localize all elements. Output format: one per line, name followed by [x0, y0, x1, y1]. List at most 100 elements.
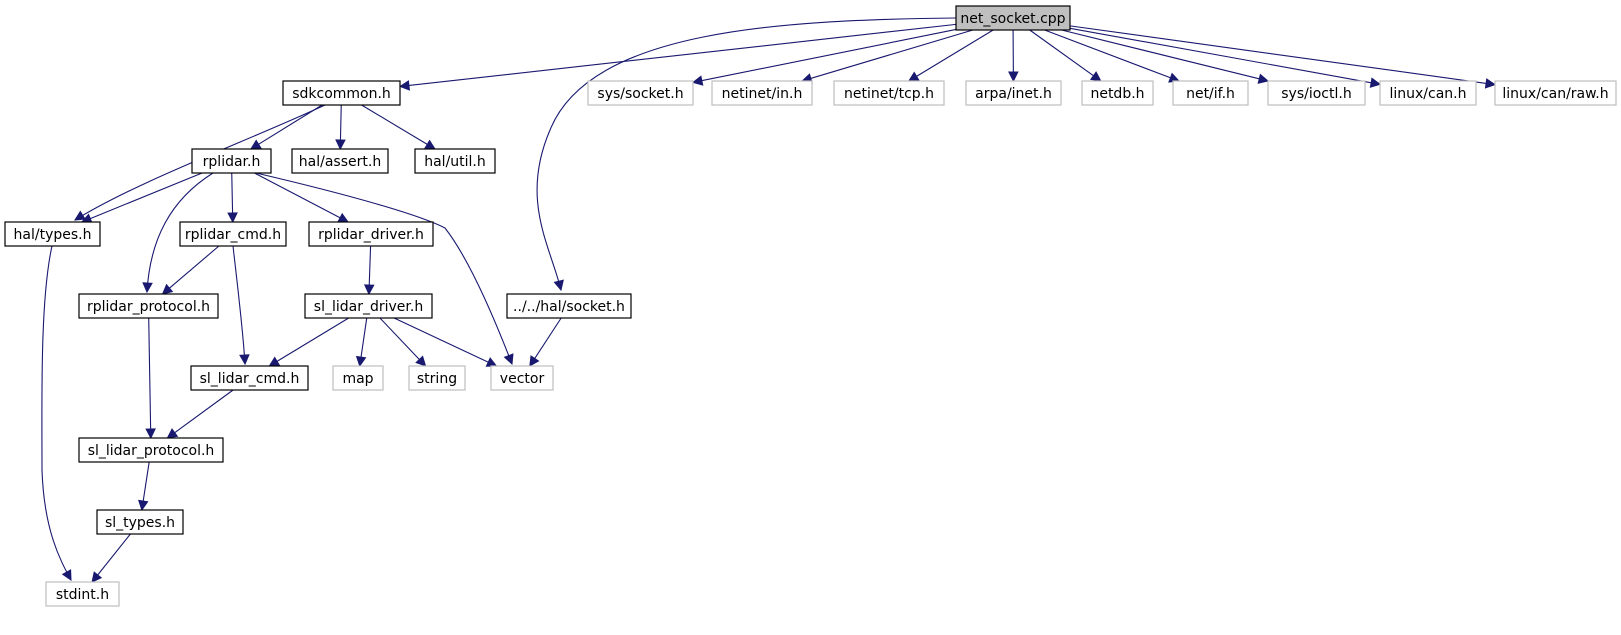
edge-arrowhead: [415, 355, 427, 367]
node-box: [587, 80, 694, 106]
node-box: [1267, 80, 1366, 106]
edges-layer: [41, 17, 1497, 583]
edge-sdkcommon-to-rplidar: [249, 104, 323, 150]
edge-line: [231, 172, 234, 215]
edge-arrowhead: [1257, 73, 1270, 84]
node-sys-socket: sys/socket.h: [587, 80, 694, 106]
node-box: [1081, 80, 1154, 106]
node-sdkcommon[interactable]: sdkcommon.h: [282, 80, 401, 106]
node-linux-can: linux/can.h: [1379, 80, 1477, 106]
node-label: ../../hal/socket.h: [513, 299, 625, 315]
node-label: rplidar.h: [203, 154, 261, 170]
node-rplidar-cmd[interactable]: rplidar_cmd.h: [179, 221, 287, 247]
node-sl-lidar-cmd[interactable]: sl_lidar_cmd.h: [190, 365, 309, 391]
edge-arrowhead: [268, 356, 281, 367]
node-box: [506, 293, 632, 319]
edge-net_socket-to-sdkcommon: [398, 23, 957, 91]
node-box: [408, 365, 466, 391]
edge-arrowhead: [74, 210, 86, 221]
node-hal-socket[interactable]: ../../hal/socket.h: [506, 293, 632, 319]
edge-rplidar_protocol-to-sl_lidar_protocol: [145, 317, 156, 440]
node-hal-types[interactable]: hal/types.h: [4, 221, 101, 247]
node-label: sl_lidar_driver.h: [314, 299, 423, 315]
edge-arrowhead: [91, 571, 103, 583]
node-rplidar-protocol[interactable]: rplidar_protocol.h: [78, 293, 219, 319]
node-stdint: stdint.h: [45, 581, 120, 607]
edge-line: [1029, 29, 1095, 77]
edge-sl_lidar_cmd-to-sl_lidar_protocol: [166, 389, 234, 439]
node-sl-types[interactable]: sl_types.h: [96, 509, 184, 535]
edge-rplidar-to-rplidar_protocol: [142, 172, 214, 294]
edge-rplidar-to-hal_types: [80, 172, 203, 224]
edge-net_socket-to-linux_can_raw: [1069, 25, 1497, 89]
edge-arrowhead: [239, 354, 250, 366]
node-box: [308, 221, 434, 247]
edge-line: [379, 317, 421, 361]
edge-line: [1069, 27, 1373, 84]
node-label: hal/util.h: [424, 154, 486, 170]
edge-arrowhead: [553, 279, 564, 292]
edge-line: [393, 317, 490, 364]
node-box: [78, 437, 224, 463]
node-linux-can-raw: linux/can/raw.h: [1494, 80, 1617, 106]
edge-rplidar_cmd-to-sl_lidar_cmd: [232, 245, 250, 366]
node-box: [96, 509, 184, 535]
node-sl-lidar-driver[interactable]: sl_lidar_driver.h: [304, 293, 433, 319]
node-rplidar-driver[interactable]: rplidar_driver.h: [308, 221, 434, 247]
edge-arrowhead: [1008, 71, 1019, 83]
edge-line: [1061, 29, 1261, 80]
node-box: [282, 80, 401, 106]
edge-rplidar_driver-to-sl_lidar_driver: [363, 245, 375, 296]
node-box: [490, 365, 554, 391]
node-label: net_socket.cpp: [960, 11, 1065, 27]
node-label: rplidar_driver.h: [318, 227, 424, 243]
edge-sl_lidar_driver-to-vector: [393, 317, 498, 367]
edge-arrowhead: [503, 353, 514, 366]
node-label: arpa/inet.h: [975, 86, 1052, 102]
node-hal-assert[interactable]: hal/assert.h: [291, 148, 389, 174]
edge-line: [915, 29, 994, 78]
edge-arrowhead: [907, 71, 920, 82]
edge-arrowhead: [61, 569, 72, 581]
edge-arrowhead: [529, 355, 540, 367]
edge-arrowhead: [249, 139, 262, 150]
node-box: [191, 148, 272, 174]
edge-arrowhead: [363, 284, 375, 296]
edge-line: [809, 29, 973, 80]
edge-sl_lidar_driver-to-string: [379, 317, 427, 367]
edge-arrowhead: [1484, 78, 1497, 89]
node-box: [78, 293, 219, 319]
edge-line: [89, 172, 203, 220]
edge-arrowhead: [424, 139, 436, 150]
edge-line: [407, 23, 957, 87]
node-rplidar[interactable]: rplidar.h: [191, 148, 272, 174]
node-label: hal/assert.h: [299, 154, 381, 170]
edge-hal_types-to-stdint: [41, 245, 72, 581]
node-hal-util[interactable]: hal/util.h: [414, 148, 496, 174]
edge-hal_socket-to-vector: [529, 317, 562, 367]
node-box: [833, 80, 945, 106]
edge-line: [275, 317, 349, 363]
edge-line: [254, 172, 342, 219]
node-box: [304, 293, 433, 319]
edge-net_socket-to-linux_can: [1069, 27, 1382, 88]
edge-net_socket-to-netinet_in: [801, 29, 973, 84]
edge-line: [368, 245, 372, 287]
node-label: linux/can/raw.h: [1502, 86, 1608, 102]
edge-net_socket-to-netinet_tcp: [907, 29, 994, 82]
node-sl-lidar-protocol[interactable]: sl_lidar_protocol.h: [78, 437, 224, 463]
edge-line: [536, 17, 957, 291]
edge-arrowhead: [398, 80, 411, 91]
node-box: [4, 221, 101, 247]
edge-net_socket-to-hal_socket: [536, 17, 957, 292]
edge-line: [700, 28, 957, 82]
edge-line: [232, 245, 246, 365]
node-label: rplidar_cmd.h: [185, 227, 281, 243]
edge-line: [361, 104, 429, 146]
node-label: sdkcommon.h: [292, 86, 391, 102]
edge-line: [533, 317, 562, 360]
node-map: map: [332, 365, 384, 391]
edge-arrowhead: [227, 212, 238, 224]
